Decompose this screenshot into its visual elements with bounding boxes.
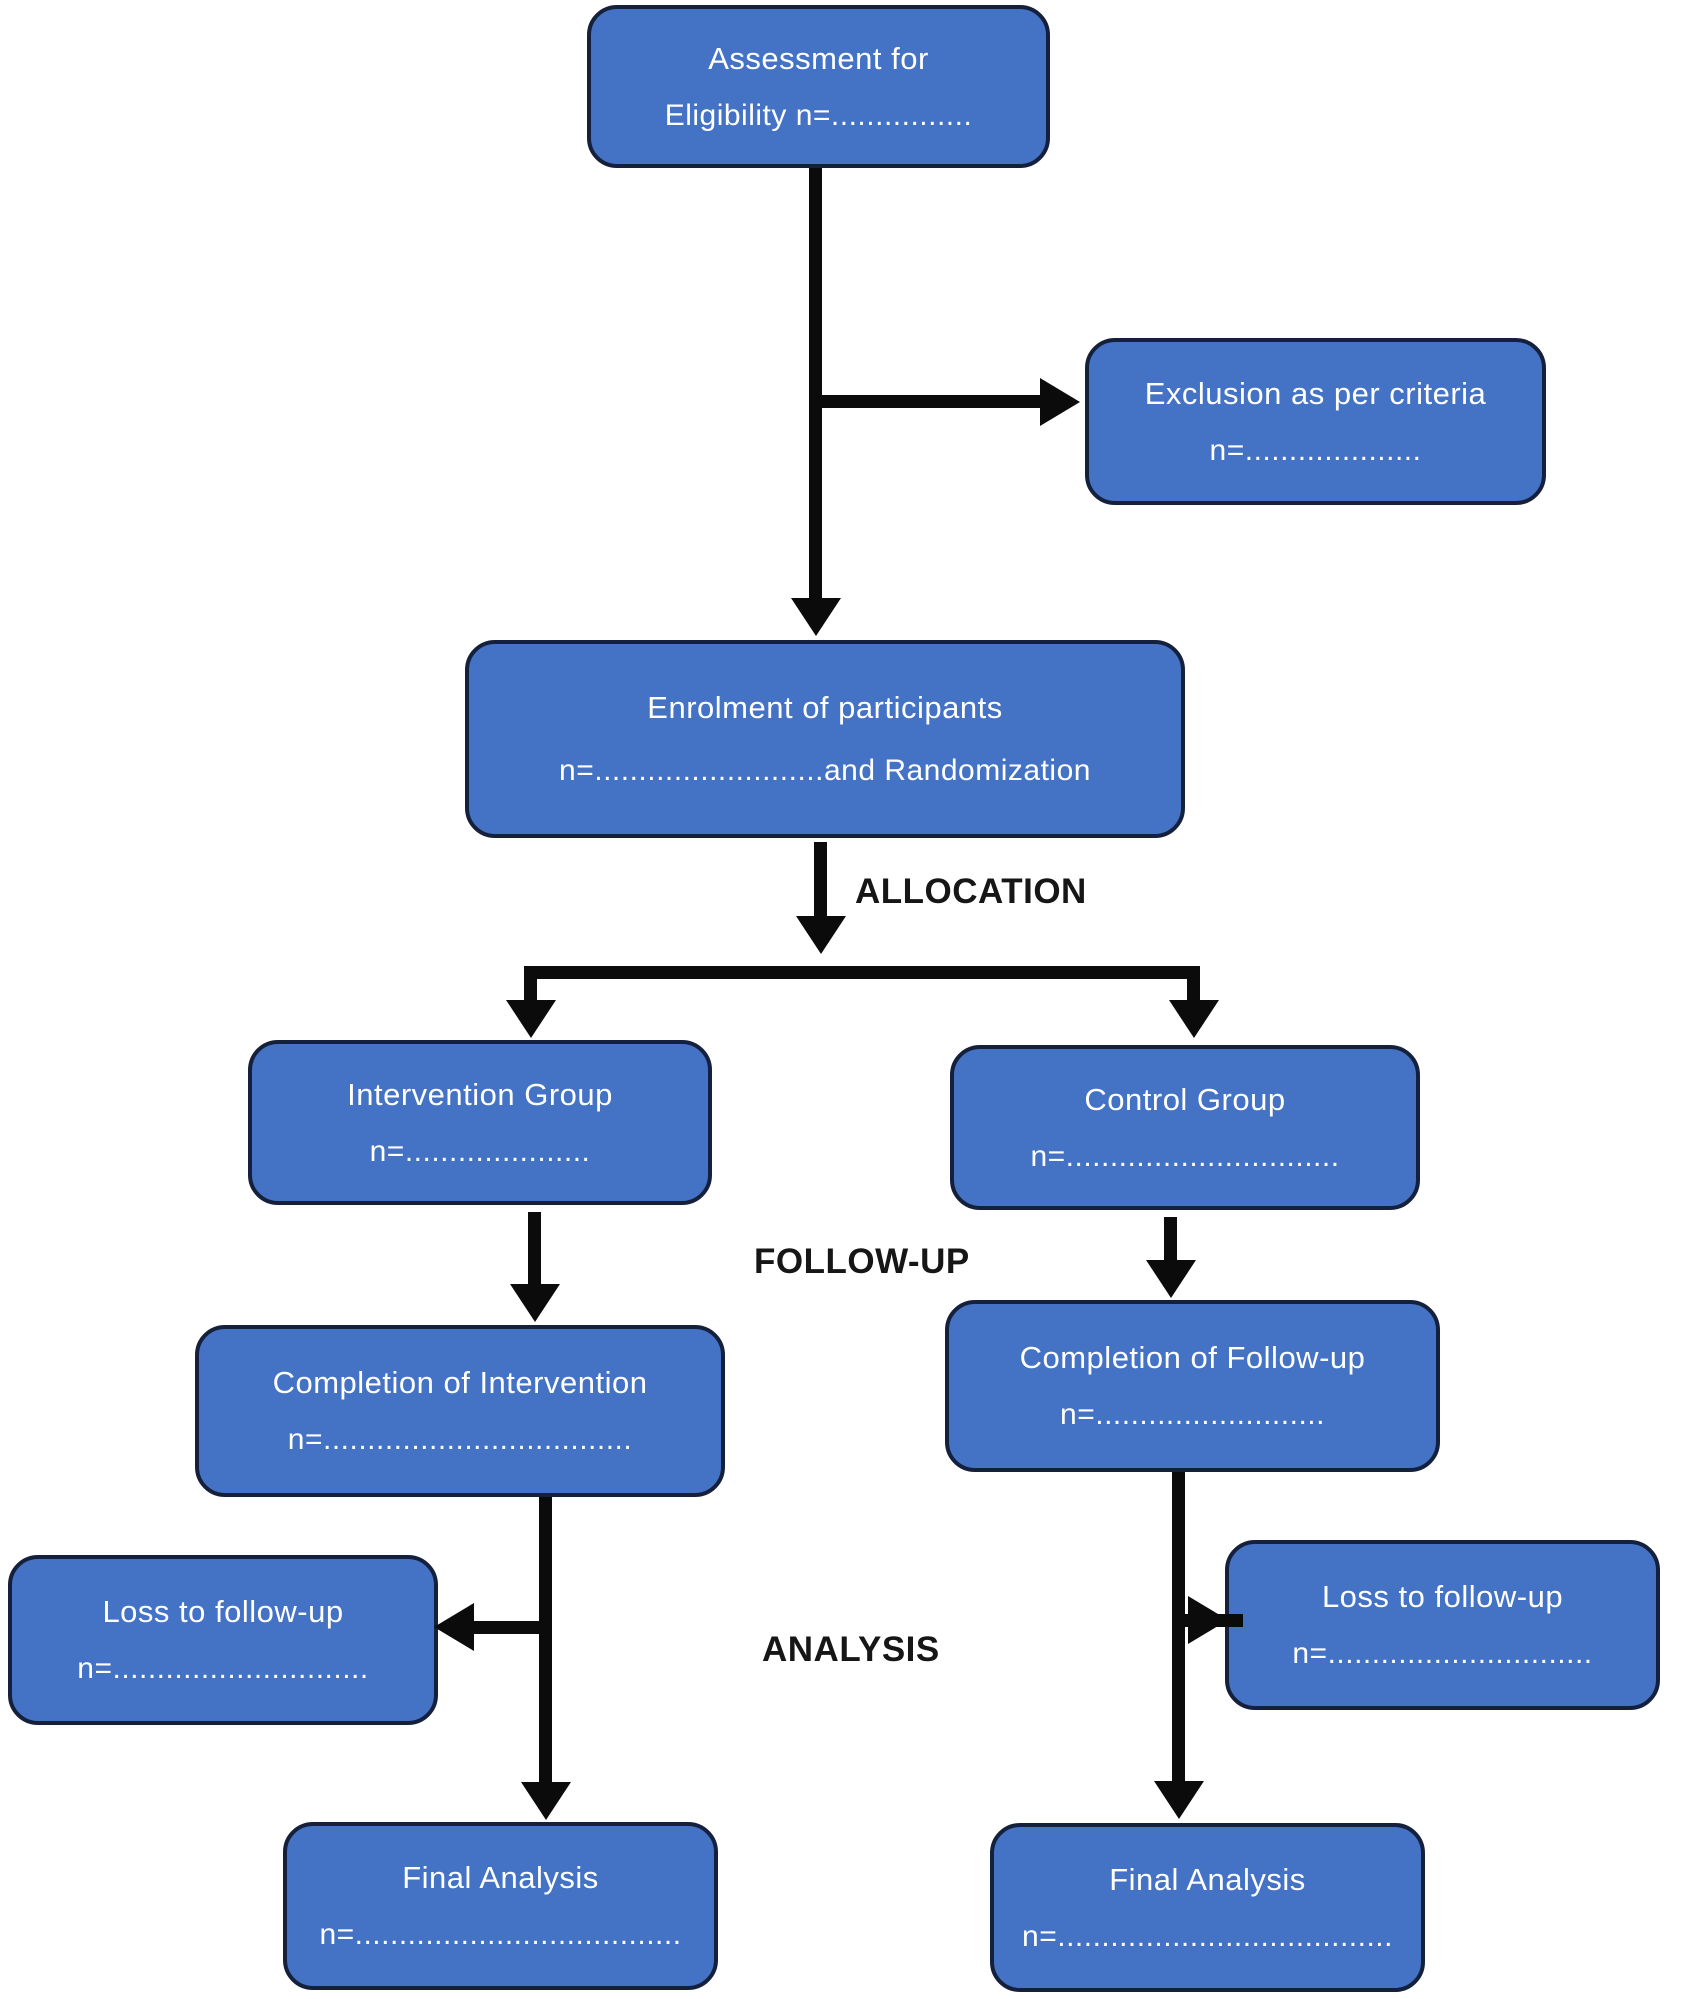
arrow-to-exclusion-head [1040, 378, 1080, 426]
box-final-right-line1: Final Analysis [1109, 1861, 1306, 1897]
allocation-branch-line [524, 966, 1200, 979]
allocation-left-drop-line [524, 966, 537, 1002]
box-assessment-line2: Eligibility n=................ [664, 98, 973, 132]
box-loss-left-line2: n=............................. [77, 1652, 369, 1685]
arrow-to-exclusion-line [809, 395, 1042, 408]
box-final-analysis-left: Final Analysis n=.......................… [283, 1822, 718, 1990]
stage-label-allocation: ALLOCATION [855, 872, 1087, 911]
box-completion-intervention-line2: n=................................... [287, 1423, 633, 1456]
box-completion-followup-line2: n=.......................... [1060, 1398, 1325, 1431]
arrow-enrolment-to-allocation-head [796, 916, 846, 954]
stage-label-analysis: ANALYSIS [762, 1630, 940, 1669]
right-analysis-trunk-line [1172, 1472, 1185, 1783]
box-final-right-line2: n=...................................... [1022, 1919, 1393, 1953]
arrow-intervention-to-completion-line [528, 1212, 541, 1286]
arrow-to-loss-right-head [1188, 1596, 1228, 1644]
box-loss-right-line2: n=.............................. [1292, 1637, 1593, 1670]
box-loss-right-line1: Loss to follow-up [1321, 1579, 1564, 1614]
box-enrolment-line1: Enrolment of participants [647, 690, 1003, 725]
box-completion-intervention-line1: Completion of Intervention [272, 1365, 648, 1400]
allocation-right-drop-head [1169, 1000, 1219, 1038]
box-exclusion: Exclusion as per criteria n=............… [1085, 338, 1546, 505]
arrow-enrolment-to-allocation-line [814, 842, 827, 918]
box-control-line1: Control Group [1084, 1081, 1286, 1117]
box-intervention-line2: n=..................... [369, 1134, 591, 1168]
arrow-control-to-completion-line [1164, 1217, 1177, 1263]
arrow-assessment-to-enrolment-head [791, 598, 841, 636]
box-loss-left-line1: Loss to follow-up [102, 1594, 344, 1629]
arrow-assessment-to-enrolment-line [809, 168, 822, 600]
box-final-analysis-right: Final Analysis n=.......................… [990, 1823, 1425, 1992]
arrow-intervention-to-completion-head [510, 1284, 560, 1322]
left-analysis-trunk-line [539, 1497, 552, 1784]
box-completion-followup: Completion of Follow-up n=..............… [945, 1300, 1440, 1472]
right-analysis-trunk-head [1154, 1781, 1204, 1819]
box-completion-intervention: Completion of Intervention n=...........… [195, 1325, 725, 1497]
stage-label-followup: FOLLOW-UP [754, 1242, 970, 1281]
arrow-control-to-completion-head [1146, 1260, 1196, 1298]
box-completion-followup-line1: Completion of Follow-up [1019, 1340, 1366, 1375]
box-enrolment-randomization: Enrolment of participants n=............… [465, 640, 1185, 838]
box-enrolment-line2: n=..........................and Randomiz… [559, 754, 1091, 787]
box-exclusion-line1: Exclusion as per criteria [1144, 375, 1487, 411]
box-assessment-line1: Assessment for [708, 40, 929, 76]
box-exclusion-line2: n=.................... [1209, 433, 1422, 467]
box-final-left-line2: n=..................................... [319, 1918, 682, 1951]
box-assessment-eligibility: Assessment for Eligibility n=...........… [587, 5, 1050, 168]
arrow-to-loss-left-head [434, 1603, 474, 1651]
allocation-left-drop-head [506, 1000, 556, 1038]
box-intervention-line1: Intervention Group [347, 1076, 613, 1112]
box-intervention-group: Intervention Group n=...................… [248, 1040, 712, 1205]
box-control-group: Control Group n=........................… [950, 1045, 1420, 1210]
box-loss-followup-right: Loss to follow-up n=....................… [1225, 1540, 1660, 1710]
box-final-left-line1: Final Analysis [402, 1860, 599, 1895]
left-analysis-trunk-head [521, 1782, 571, 1820]
box-control-line2: n=............................... [1030, 1139, 1340, 1173]
box-loss-followup-left: Loss to follow-up n=....................… [8, 1555, 438, 1725]
arrow-to-loss-left-line [472, 1621, 542, 1634]
allocation-right-drop-line [1187, 966, 1200, 1002]
